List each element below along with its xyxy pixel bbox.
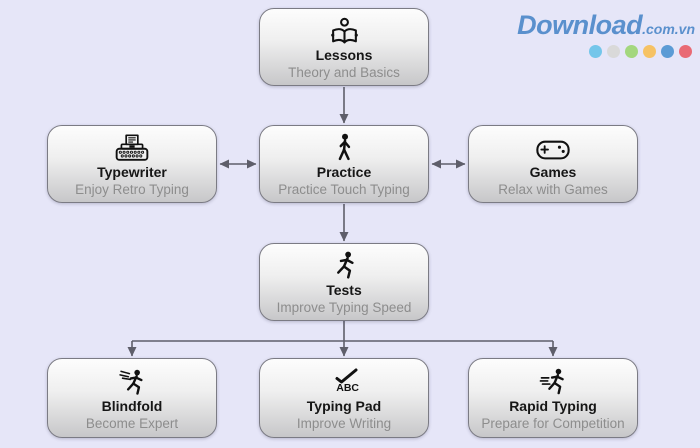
node-subtitle: Relax with Games [498,182,608,197]
node-title: Lessons [315,47,373,63]
running-person-icon [331,249,358,280]
node-games: Games Relax with Games [468,125,638,203]
node-title: Typewriter [97,164,167,180]
typewriter-icon [114,131,150,162]
node-title: Rapid Typing [509,398,597,414]
node-title: Games [529,164,577,180]
logo-dot [679,45,692,58]
walking-person-icon [332,131,357,162]
node-subtitle: Practice Touch Typing [278,182,410,197]
node-title: Typing Pad [306,398,382,414]
node-subtitle: Theory and Basics [288,65,400,80]
node-title: Blindfold [101,398,163,414]
logo-dot [643,45,656,58]
logo-text: Download.com.vn [517,10,695,41]
logo-suffix: .com.vn [642,21,695,37]
node-rapid-typing: Rapid Typing Prepare for Competition [468,358,638,438]
node-subtitle: Become Expert [85,416,179,431]
logo-brand: Download [517,10,643,40]
logo-dots [517,45,695,58]
logo-dot [589,45,602,58]
logo-dot [607,45,620,58]
node-tests: Tests Improve Typing Speed [259,243,429,321]
sprinting-person-icon [539,365,568,396]
node-subtitle: Prepare for Competition [481,416,625,431]
node-typewriter: Typewriter Enjoy Retro Typing [47,125,217,203]
node-lessons: Lessons Theory and Basics [259,8,429,86]
node-subtitle: Improve Typing Speed [276,300,412,315]
node-blindfold: Blindfold Become Expert [47,358,217,438]
downloadcomvn-logo: Download.com.vn [517,10,695,58]
node-subtitle: Enjoy Retro Typing [75,182,189,197]
logo-dot [661,45,674,58]
node-title: Practice [316,164,372,180]
logo-dot [625,45,638,58]
spellcheck-abc-icon: ABC [329,365,359,396]
node-title: Tests [326,282,362,298]
reading-person-icon [329,14,360,45]
ninja-dash-icon [118,365,147,396]
node-subtitle: Improve Writing [296,416,392,431]
node-typing-pad: ABC Typing Pad Improve Writing [259,358,429,438]
abc-icon-text: ABC [336,382,359,394]
gamepad-icon [535,131,571,162]
node-practice: Practice Practice Touch Typing [259,125,429,203]
